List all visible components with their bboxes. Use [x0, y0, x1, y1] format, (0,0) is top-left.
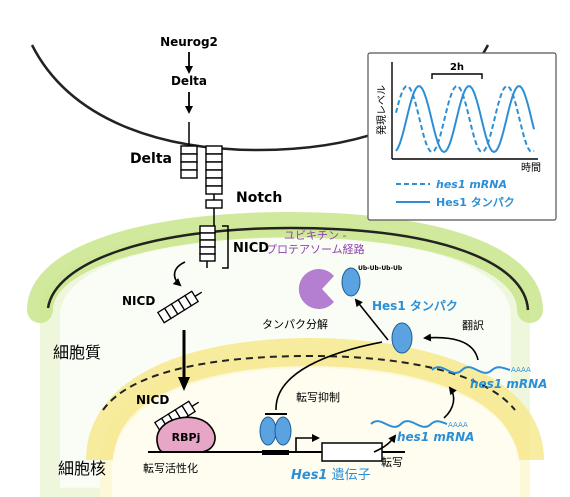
ubiquitin-chain: Ub-Ub-Ub-Ub — [358, 265, 403, 272]
delta-receptor — [180, 122, 198, 179]
ubiquitin-label-line2: プロテアソーム経路 — [266, 243, 365, 256]
inset-period-label: 2h — [450, 62, 464, 73]
rbpj-protein: RBPj — [156, 416, 216, 453]
nicd-cytoplasm-fragment — [156, 290, 203, 324]
transcription-label: 転写 — [381, 456, 403, 469]
hes1-mrna-nucleus: AAAA — [370, 420, 468, 429]
hes1-gene-label: Hes1 遺伝子 — [291, 468, 371, 483]
hes1-mrna-cytoplasm-label: hes1 mRNA — [470, 377, 547, 391]
nuclear-envelope — [102, 354, 516, 411]
lower-cell-membrane — [46, 226, 530, 311]
ubiquitinated-hes1 — [341, 267, 361, 297]
nicd-bracket-label: NICD — [233, 241, 269, 256]
translation-arrow — [423, 333, 479, 361]
inset-xlabel: 時間 — [521, 162, 541, 174]
inset-period-bracket — [431, 73, 483, 79]
legend-label-protein: Hes1 タンパク — [436, 196, 515, 209]
protein-degradation-label: タンパク分解 — [262, 317, 328, 331]
cleavage-arrow — [172, 261, 186, 287]
transcription-arrow — [373, 434, 397, 453]
proteasome-icon — [298, 269, 334, 309]
inset-ylabel: 発現レベル — [375, 85, 388, 135]
hes1-protein — [391, 322, 413, 354]
notch-label: Notch — [236, 190, 282, 206]
hes1-protein-label: Hes1 タンパク — [372, 299, 458, 313]
notch-receptor — [199, 145, 223, 268]
inset-mrna-curve — [395, 85, 535, 154]
mrna-export-arrow — [443, 386, 457, 419]
delta-upper-label: Delta — [171, 74, 207, 88]
repression-line — [275, 341, 383, 411]
legend-label-mrna: hes1 mRNA — [436, 178, 507, 191]
hes1-mrna-cytoplasm: AAAA — [431, 366, 531, 374]
cytoplasm-label: 細胞質 — [53, 343, 101, 362]
ubiquitin-label-line1: ユビキチン - — [284, 229, 346, 242]
translation-label: 翻訳 — [462, 318, 484, 332]
nicd-bracket — [222, 225, 229, 269]
svg-text:AAAA: AAAA — [448, 421, 468, 429]
neurog2-label: Neurog2 — [160, 35, 218, 49]
hes1-dimer-on-promoter — [259, 416, 292, 455]
inset-protein-curve — [395, 85, 535, 154]
transcription-start-arrow — [295, 434, 320, 452]
svg-text:AAAA: AAAA — [511, 366, 531, 374]
nucleus-region — [86, 337, 544, 497]
nucleus-label: 細胞核 — [58, 459, 106, 478]
transcription-repression-label: 転写抑制 — [296, 390, 340, 404]
nicd-cytoplasm-label: NICD — [122, 294, 155, 308]
hes1-gene-box — [321, 442, 383, 462]
transcription-activation-label: 転写活性化 — [143, 461, 198, 475]
degradation-arrow — [354, 298, 389, 341]
svg-text:RBPj: RBPj — [172, 431, 201, 444]
nicd-nucleus-label: NICD — [136, 393, 169, 407]
oscillation-inset: 発現レベル 時間 2h hes1 mRNA Hes1 タンパク — [367, 52, 557, 221]
hes1-mrna-nucleus-label: hes1 mRNA — [397, 430, 474, 444]
delta-membrane-label: Delta — [130, 151, 172, 167]
